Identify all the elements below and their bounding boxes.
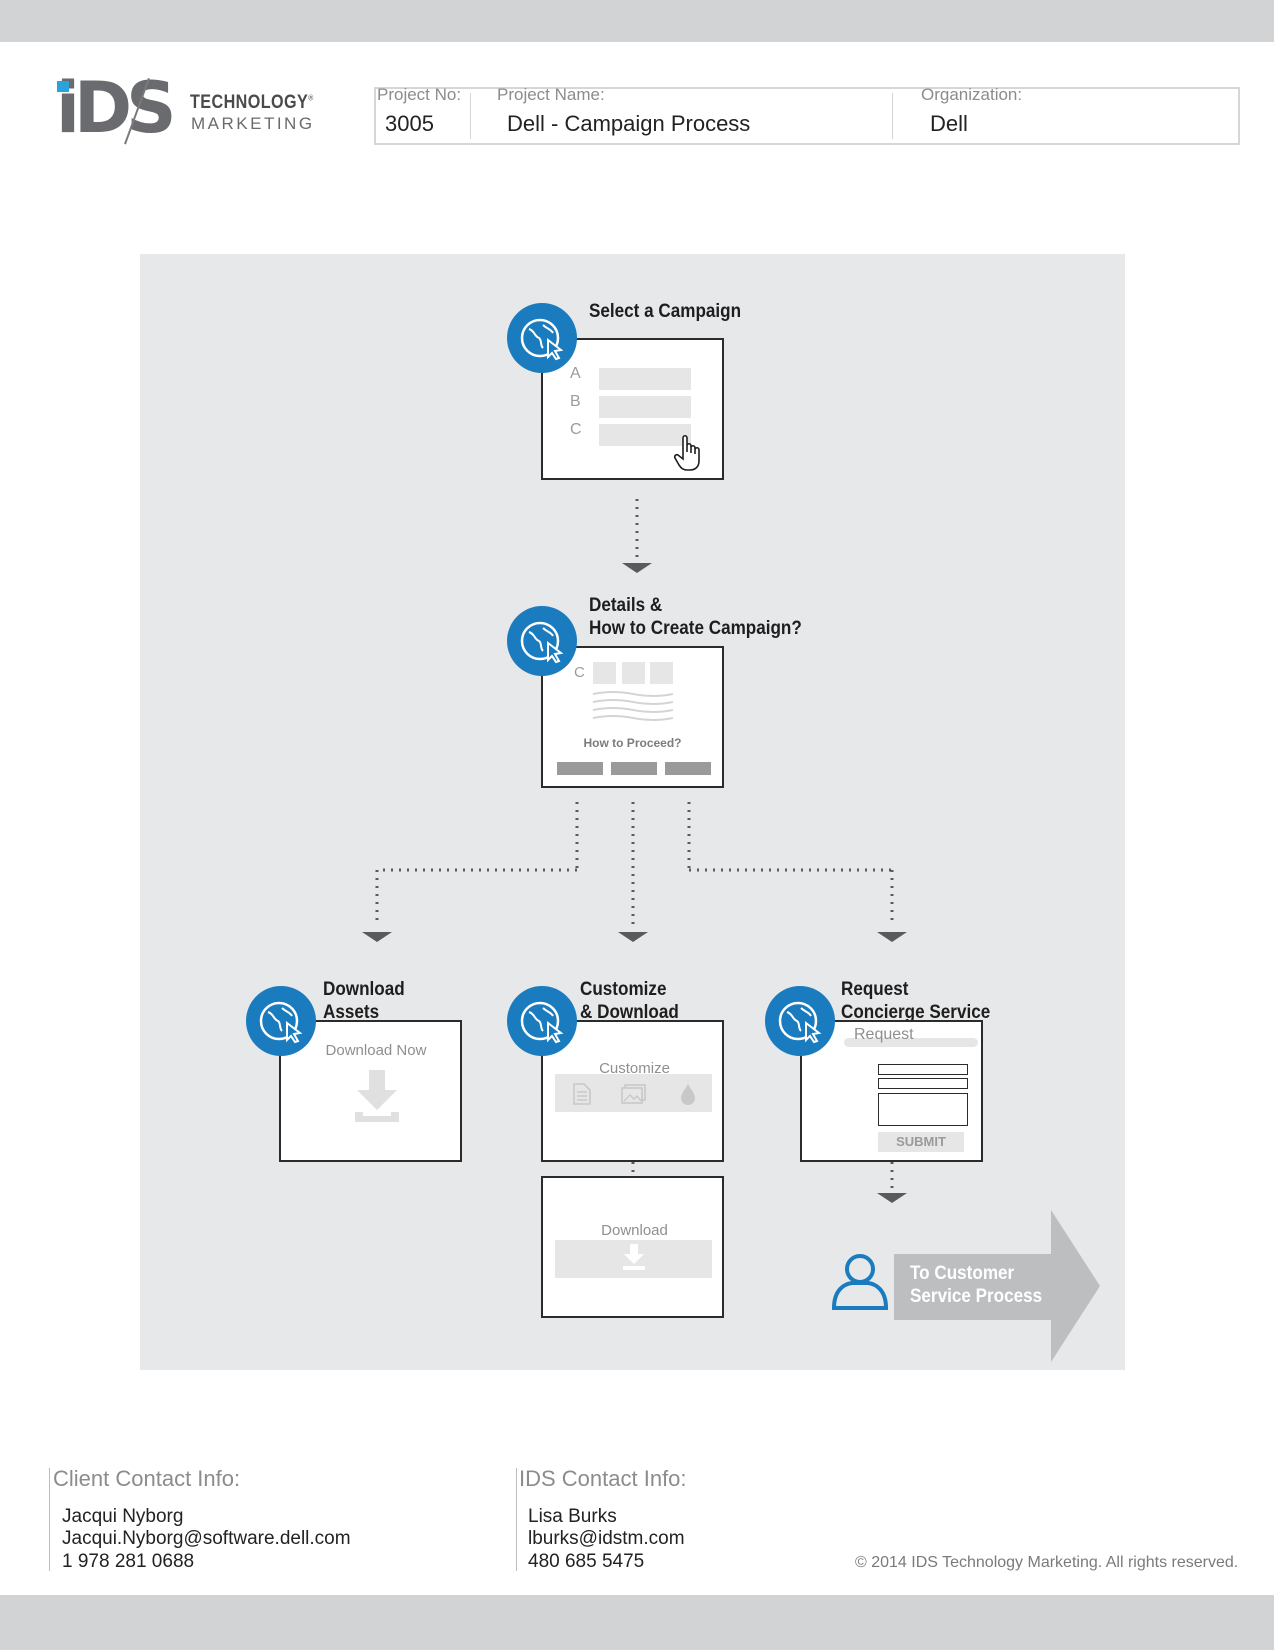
option-b-label: B [570,393,581,410]
ids-contact-title: IDS Contact Info: [519,1466,687,1491]
organization-label: Organization: [921,85,1023,104]
logo-dot [57,81,69,92]
option-c-label: C [570,421,582,438]
project-no-value: 3005 [385,111,434,136]
download-icon [355,1070,399,1122]
image-icon [621,1084,646,1104]
option-a-bar [599,368,691,390]
hand-cursor-icon [673,434,700,471]
globe-cursor-icon [246,986,316,1056]
client-contact-phone: 1 978 281 0688 [62,1551,195,1572]
globe-cursor-icon [507,986,577,1056]
logo-registered: ® [308,93,314,103]
project-divider [470,93,471,139]
customize-toolbar [555,1074,712,1112]
globe-cursor-icon [765,986,835,1056]
step-download-assets-title-line2: Assets [323,1002,380,1023]
project-info-box [374,87,1240,145]
download-bar [555,1240,712,1278]
next-process-line2: Service Process [910,1286,1043,1307]
project-no-label: Project No: [377,85,462,104]
select-campaign-card: A B C [541,338,724,480]
client-contact-email: Jacqui.Nyborg@software.dell.com [62,1528,351,1549]
details-card: C How to Proceed? [541,646,724,788]
globe-cursor-icon [507,303,577,373]
arrowhead [877,1193,907,1203]
step-download-assets-title-line1: Download [323,979,405,1000]
customize-card: Customize [541,1020,724,1162]
step-select-campaign-title: Select a Campaign [589,301,742,322]
globe-icon-graphic [778,1001,822,1044]
client-contact-title: Client Contact Info: [53,1466,241,1491]
copyright-notice: © 2014 IDS Technology Marketing. All rig… [855,1554,1239,1571]
globe-cursor-icon [507,606,577,676]
submit-button: SUBMIT [878,1132,964,1152]
arrowhead [618,932,648,942]
option-button [665,762,711,775]
footer-divider [516,1468,517,1571]
download-label: Download [601,1222,668,1239]
project-name-value: Dell - Campaign Process [507,111,751,136]
option-b-bar [599,396,691,418]
arrowhead [362,932,392,942]
request-card: Request SUBMIT [800,1020,983,1162]
details-thumb [593,662,616,684]
step-details-title-line1: Details & [589,595,663,616]
submit-label: SUBMIT [896,1134,946,1149]
download-assets-card: Download Now [279,1020,462,1162]
option-c-bar [599,424,691,446]
step-customize-title-line1: Customize [580,979,667,1000]
ids-contact-phone: 480 685 5475 [528,1551,645,1572]
step-customize-title-line2: & Download [580,1002,679,1023]
request-label: Request [854,1026,914,1043]
step-request-title-line2: Concierge Service [841,1002,991,1023]
details-text-lines [593,691,673,721]
ids-contact-name: Lisa Burks [528,1506,617,1527]
form-field [878,1078,968,1089]
logo-wordmark: iDS [56,67,176,149]
logo-marketing: MARKETING [191,114,315,133]
details-thumb [622,662,645,684]
logo-technology: TECHNOLOGY® [190,92,314,114]
globe-icon-graphic [520,621,564,664]
company-logo: iDS TECHNOLOGY® MARKETING [0,0,330,160]
project-name-label: Project Name: [497,85,605,104]
customize-label: Customize [599,1060,670,1077]
footer-divider [49,1468,50,1571]
how-to-proceed-text: How to Proceed? [583,736,682,750]
form-field [878,1064,968,1075]
organization-value: Dell [930,111,968,136]
form-textarea [878,1093,968,1126]
step-request-title-line1: Request [841,979,909,1000]
arrowhead [877,932,907,942]
person-icon [831,1254,889,1310]
globe-icon-graphic [520,318,564,361]
option-button [557,762,603,775]
download-icon [623,1244,645,1270]
globe-icon-graphic [259,1001,303,1044]
ids-contact-email: lburks@idstm.com [528,1528,685,1549]
details-campaign-label: C [574,664,585,681]
option-button [611,762,657,775]
option-a-label: A [570,365,581,382]
top-band [0,0,1274,42]
globe-icon-graphic [520,1001,564,1044]
client-contact-name: Jacqui Nyborg [62,1506,184,1527]
document-icon [573,1083,591,1105]
download-now-label: Download Now [325,1042,427,1059]
details-thumb [650,662,673,684]
process-diagram: Select a Campaign A B C Details & How to… [140,254,1125,1370]
project-divider [892,93,893,139]
logo-technology-text: TECHNOLOGY [190,92,309,113]
arrowhead [622,563,652,573]
request-header-bar [844,1038,978,1047]
next-process-arrow [894,1210,1100,1362]
bottom-band [0,1595,1274,1650]
download-card: Download [541,1176,724,1318]
next-process-line1: To Customer [910,1263,1015,1284]
step-details-title-line2: How to Create Campaign? [589,618,802,639]
color-drop-icon [681,1084,695,1105]
